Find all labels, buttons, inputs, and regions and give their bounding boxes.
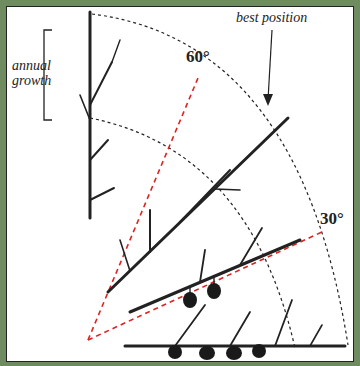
- annotation-label: annual growth: [12, 58, 42, 88]
- angle-line: [88, 78, 198, 340]
- arrow-head: [263, 94, 273, 106]
- outer-arc: [92, 14, 348, 345]
- angle-label: 60°: [186, 48, 210, 66]
- bracket: [44, 30, 52, 120]
- branches: [80, 12, 345, 346]
- leader-line: [268, 30, 272, 100]
- panel: [6, 6, 354, 362]
- annotation-label: best position: [236, 10, 307, 25]
- angle-line: [88, 232, 322, 340]
- fruit: [168, 283, 266, 360]
- inner-arc: [90, 118, 295, 348]
- angle-label: 30°: [320, 210, 344, 228]
